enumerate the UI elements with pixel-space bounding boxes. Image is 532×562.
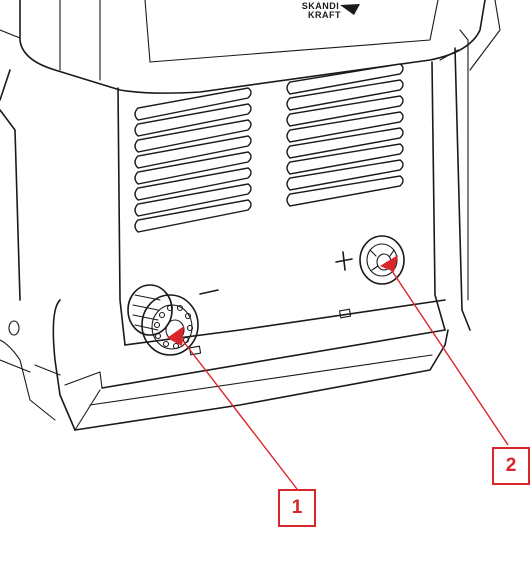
brand-logo-mark bbox=[340, 4, 360, 15]
vent-grille-right bbox=[286, 63, 404, 207]
callout-1: 1 bbox=[278, 489, 316, 527]
callout-leaders bbox=[167, 255, 509, 490]
callout-arrowhead-2 bbox=[380, 255, 398, 272]
plus-symbol bbox=[335, 251, 353, 271]
callout-arrowhead-1 bbox=[167, 326, 184, 346]
callout-2: 2 bbox=[492, 447, 530, 485]
vent-grille-left bbox=[134, 87, 252, 233]
brand-line-1: SKANDI bbox=[301, 1, 340, 11]
main-body bbox=[0, 29, 471, 431]
minus-symbol bbox=[199, 289, 219, 295]
top-housing bbox=[0, 0, 501, 101]
brand-line-2: KRAFT bbox=[308, 10, 341, 20]
brand-logo: SKANDI KRAFT bbox=[300, 2, 341, 20]
polarity-symbols bbox=[199, 251, 353, 295]
negative-terminal bbox=[127, 284, 202, 356]
positive-terminal bbox=[339, 235, 405, 319]
